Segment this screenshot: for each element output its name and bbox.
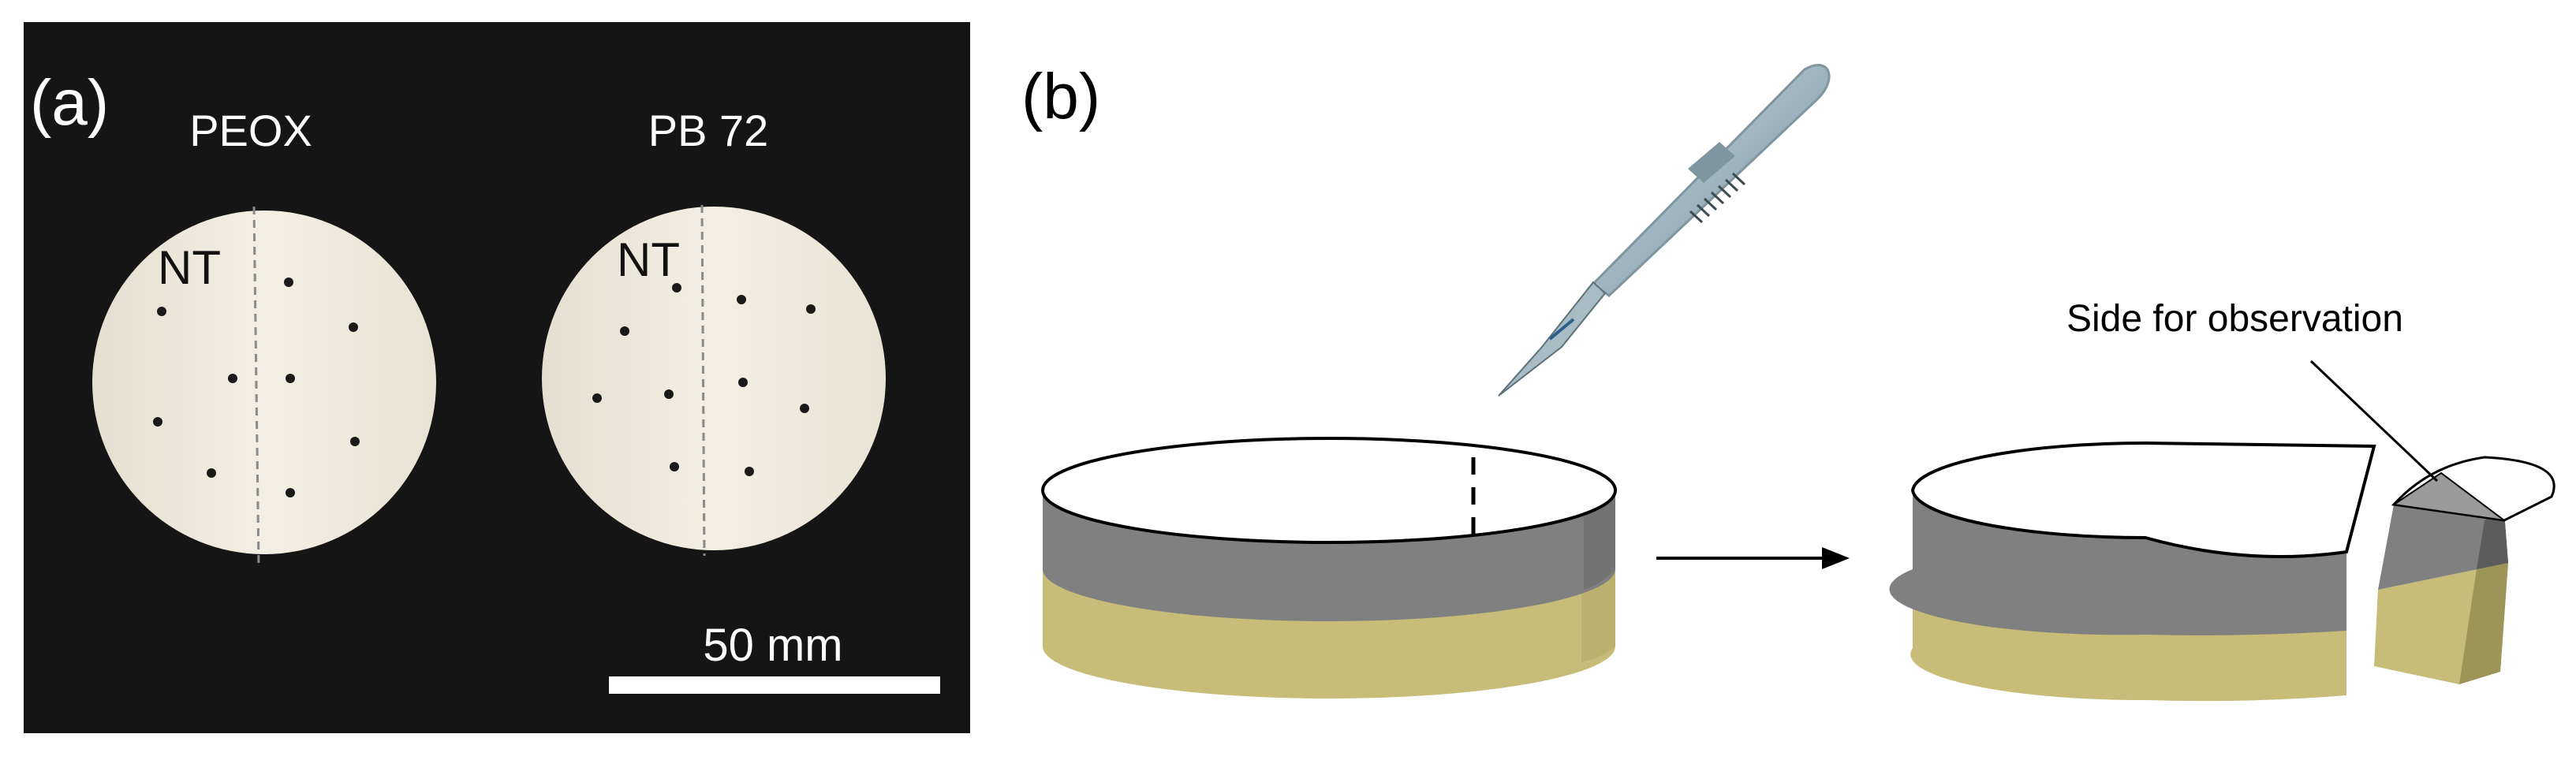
panel-a-label: (a) — [30, 67, 109, 139]
sample-left-title: PEOX — [189, 106, 312, 155]
dot — [228, 374, 237, 383]
sample-cylinder-cut — [1889, 441, 2376, 702]
dot — [745, 467, 754, 476]
sample-cylinder-full — [1041, 437, 1617, 699]
center-dashed-line — [252, 206, 260, 568]
center-dashed-line — [700, 204, 706, 557]
dot — [157, 307, 166, 316]
panel-b-label: (b) — [1021, 61, 1100, 132]
dot — [207, 468, 216, 478]
dot — [664, 389, 674, 399]
dot — [737, 295, 746, 304]
dot — [286, 374, 295, 383]
dot — [286, 488, 295, 497]
panel-b: (b) — [1021, 61, 2555, 702]
observation-annotation: Side for observation — [2066, 298, 2403, 340]
dot — [153, 417, 162, 427]
scalpel-icon — [1498, 64, 1831, 397]
panel-a: (a) PEOX PB 72 NT NT — [24, 22, 970, 733]
dot — [350, 437, 360, 446]
sample-disc-right: NT — [542, 204, 886, 557]
sample-left-dots — [153, 278, 360, 497]
sample-left-mark: NT — [158, 241, 221, 294]
sample-right-title: PB 72 — [648, 106, 769, 155]
dot — [800, 404, 809, 413]
arrow-right-icon — [1656, 547, 1850, 569]
dot — [806, 304, 816, 314]
annotation-leader-line — [2309, 360, 2439, 482]
dot — [349, 322, 358, 332]
sample-disc-left: NT — [92, 206, 436, 568]
sample-right-dots — [592, 283, 816, 476]
dot — [284, 278, 293, 287]
dot — [738, 378, 748, 387]
dot — [672, 283, 681, 292]
dot — [620, 326, 629, 336]
dot — [670, 462, 679, 471]
scale-bar — [609, 676, 940, 694]
sample-piece — [2374, 456, 2555, 684]
cylinder-top-face — [1041, 437, 1617, 544]
scale-bar-label: 50 mm — [703, 620, 842, 671]
sample-right-mark: NT — [617, 233, 680, 286]
dot — [592, 393, 602, 403]
